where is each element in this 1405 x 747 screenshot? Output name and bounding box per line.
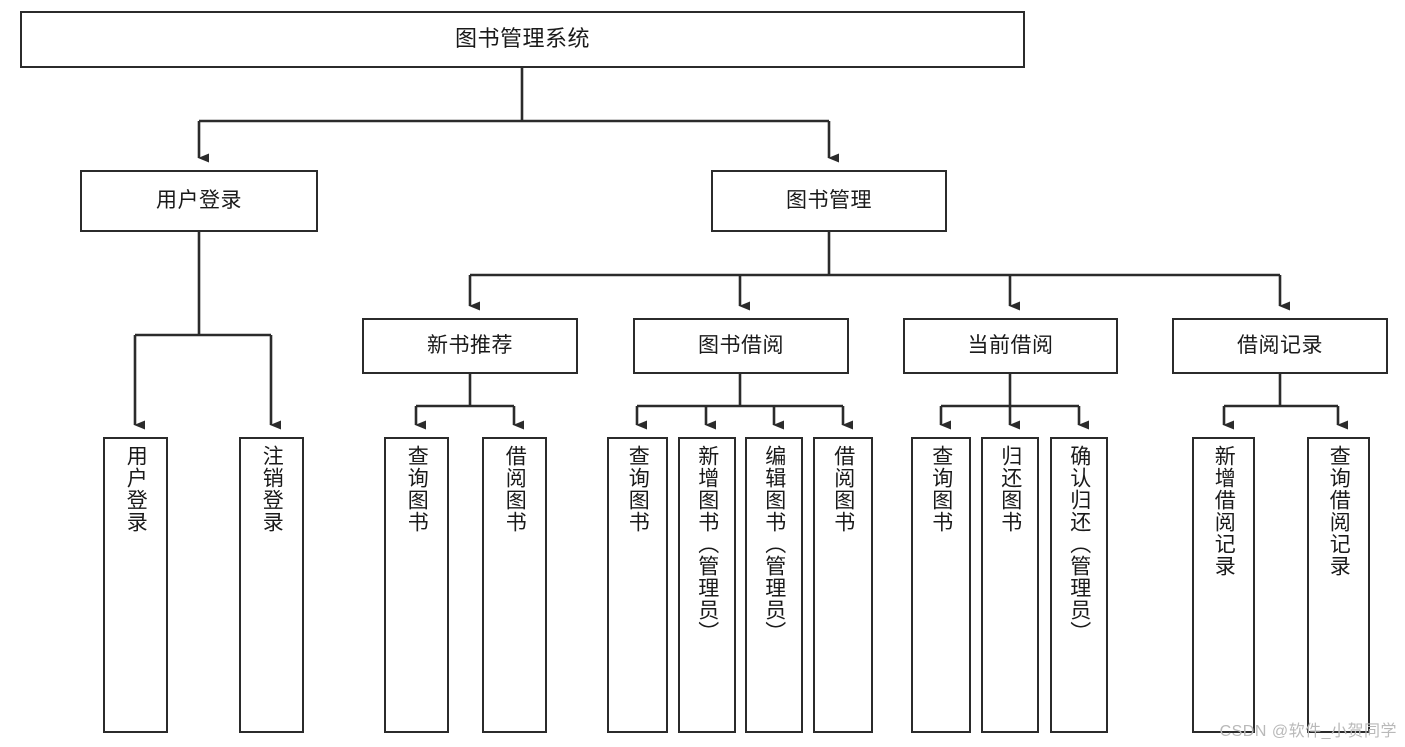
node-label: 用户登录 — [156, 189, 242, 213]
node-label: 图书管理系统 — [454, 26, 590, 52]
leaf-add-borrow-record[interactable]: 新增借阅记录 — [1192, 437, 1255, 733]
node-label: 编辑图书（管理员） — [762, 445, 786, 643]
leaf-logout[interactable]: 注销登录 — [239, 437, 304, 733]
node-label: 注销登录 — [260, 445, 284, 533]
node-label: 新增图书（管理员） — [695, 445, 719, 643]
node-label: 查询图书 — [626, 445, 650, 533]
node-book-borrow[interactable]: 图书借阅 — [633, 318, 849, 374]
node-borrow-records[interactable]: 借阅记录 — [1172, 318, 1388, 374]
leaf-add-book-admin[interactable]: 新增图书（管理员） — [678, 437, 736, 733]
leaf-edit-book-admin[interactable]: 编辑图书（管理员） — [745, 437, 803, 733]
node-label: 查询图书 — [929, 445, 953, 533]
node-label: 图书借阅 — [698, 334, 784, 358]
node-label: 借阅图书 — [831, 445, 855, 533]
leaf-query-book-current[interactable]: 查询图书 — [911, 437, 971, 733]
leaf-confirm-return-admin[interactable]: 确认归还（管理员） — [1050, 437, 1108, 733]
node-label: 确认归还（管理员） — [1067, 445, 1091, 643]
node-label: 查询图书 — [405, 445, 429, 533]
node-root-system[interactable]: 图书管理系统 — [20, 11, 1025, 68]
node-label: 新增借阅记录 — [1212, 445, 1236, 577]
node-label: 查询借阅记录 — [1327, 445, 1351, 577]
leaf-query-book-recommend[interactable]: 查询图书 — [384, 437, 449, 733]
node-label: 用户登录 — [124, 445, 148, 533]
node-label: 归还图书 — [998, 445, 1022, 533]
node-label: 新书推荐 — [427, 334, 513, 358]
leaf-user-login[interactable]: 用户登录 — [103, 437, 168, 733]
node-book-management[interactable]: 图书管理 — [711, 170, 947, 232]
leaf-borrow-book-recommend[interactable]: 借阅图书 — [482, 437, 547, 733]
node-label: 图书管理 — [786, 189, 872, 213]
leaf-query-borrow-record[interactable]: 查询借阅记录 — [1307, 437, 1370, 733]
node-label: 借阅图书 — [503, 445, 527, 533]
node-current-borrow[interactable]: 当前借阅 — [903, 318, 1118, 374]
leaf-return-book[interactable]: 归还图书 — [981, 437, 1039, 733]
leaf-borrow-book[interactable]: 借阅图书 — [813, 437, 873, 733]
leaf-query-book-borrow[interactable]: 查询图书 — [607, 437, 668, 733]
node-user-login[interactable]: 用户登录 — [80, 170, 318, 232]
node-new-book-recommend[interactable]: 新书推荐 — [362, 318, 578, 374]
node-label: 借阅记录 — [1237, 334, 1323, 358]
node-label: 当前借阅 — [967, 334, 1054, 358]
